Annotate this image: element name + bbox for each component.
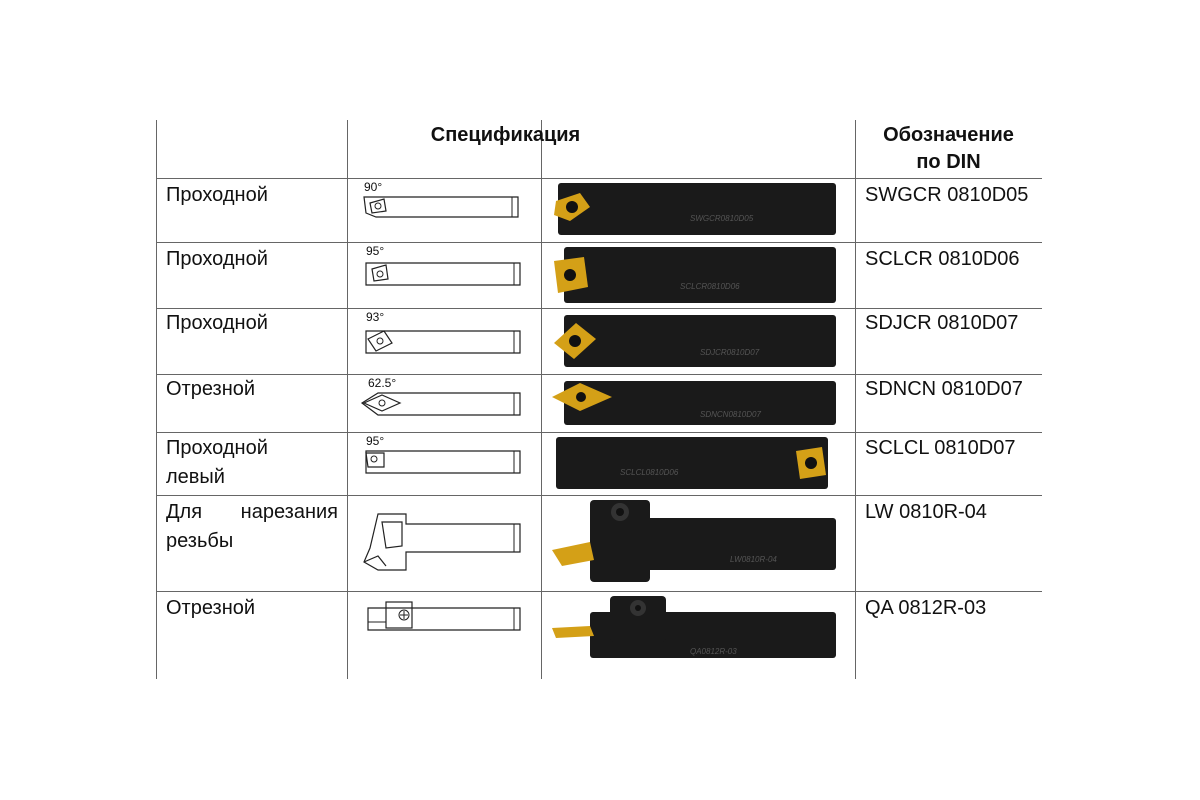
row-6-sketch [363, 513, 521, 571]
row-4-photo: SDNCN0810D07 [552, 381, 836, 425]
row-1-designation: SWGCR 0810D05 [865, 184, 1029, 206]
column-divider-2 [541, 120, 542, 679]
table-border-left [156, 120, 157, 679]
header-designation-line2: по DIN [916, 151, 981, 173]
row-3-angle: 93° [366, 310, 384, 324]
row-5-photo: SCLCL0810D06 [556, 437, 828, 489]
row-4-designation: SDNCN 0810D07 [865, 378, 1023, 400]
header-specification: Спецификация [430, 124, 581, 146]
row-7-sketch [367, 601, 521, 631]
row-4-sketch: 62.5° [360, 376, 521, 416]
row-2-designation: SCLCR 0810D06 [865, 248, 1020, 270]
row-5-sketch: 95° [365, 434, 521, 474]
row-divider [156, 591, 1042, 592]
row-5-designation: SCLCL 0810D07 [865, 437, 1016, 459]
row-2-description: Проходной [166, 248, 268, 270]
row-5-description-line1: Проходной [166, 437, 268, 459]
row-6-description-line1: Для нарезания [166, 501, 338, 523]
row-divider [156, 374, 1042, 375]
row-6-photo: LW0810R-04 [552, 500, 836, 582]
row-2-photo: SCLCR0810D06 [554, 247, 836, 303]
row-3-photo: SDJCR0810D07 [554, 315, 836, 367]
row-5-angle: 95° [366, 434, 384, 448]
row-3-designation: SDJCR 0810D07 [865, 312, 1019, 334]
row-5-description: Проходной левый [166, 434, 338, 492]
row-7-designation: QA 0812R-03 [865, 597, 987, 619]
row-7-photo-label: QA0812R-03 [690, 647, 737, 656]
row-6-description: Для нарезания резьбы [166, 498, 338, 556]
header-designation-line1: Обозначение [883, 124, 1014, 146]
row-2-angle: 95° [366, 244, 384, 258]
row-divider [156, 432, 1042, 433]
row-2-sketch: 95° [365, 244, 521, 286]
header-designation: Обозначение по DIN [855, 122, 1042, 176]
row-7-photo: QA0812R-03 [552, 596, 836, 658]
row-7-description: Отрезной [166, 597, 256, 619]
row-1-angle: 90° [364, 180, 382, 194]
row-6-description-line2: резьбы [166, 530, 234, 552]
row-3-description: Проходной [166, 312, 268, 334]
row-3-sketch: 93° [365, 310, 521, 354]
row-1-description: Проходной [166, 184, 268, 206]
row-5-photo-label: SCLCL0810D06 [620, 468, 679, 477]
row-divider [156, 495, 1042, 496]
row-1-sketch: 90° [363, 180, 519, 218]
row-divider [156, 242, 1042, 243]
row-divider [156, 308, 1042, 309]
row-4-angle: 62.5° [368, 376, 396, 390]
row-4-photo-label: SDNCN0810D07 [700, 410, 761, 419]
column-divider-1 [347, 120, 348, 679]
row-1-photo-label: SWGCR0810D05 [690, 214, 754, 223]
tool-spec-table: Спецификация Обозначение по DIN Проходно… [156, 120, 1042, 679]
row-6-photo-label: LW0810R-04 [730, 555, 777, 564]
row-6-designation: LW 0810R-04 [865, 501, 987, 523]
row-1-photo: SWGCR0810D05 [554, 183, 836, 235]
column-divider-3 [855, 120, 856, 679]
row-2-photo-label: SCLCR0810D06 [680, 282, 740, 291]
row-5-description-line2: левый [166, 466, 225, 488]
row-divider [156, 178, 1042, 179]
row-3-photo-label: SDJCR0810D07 [700, 348, 760, 357]
row-4-description: Отрезной [166, 378, 256, 400]
